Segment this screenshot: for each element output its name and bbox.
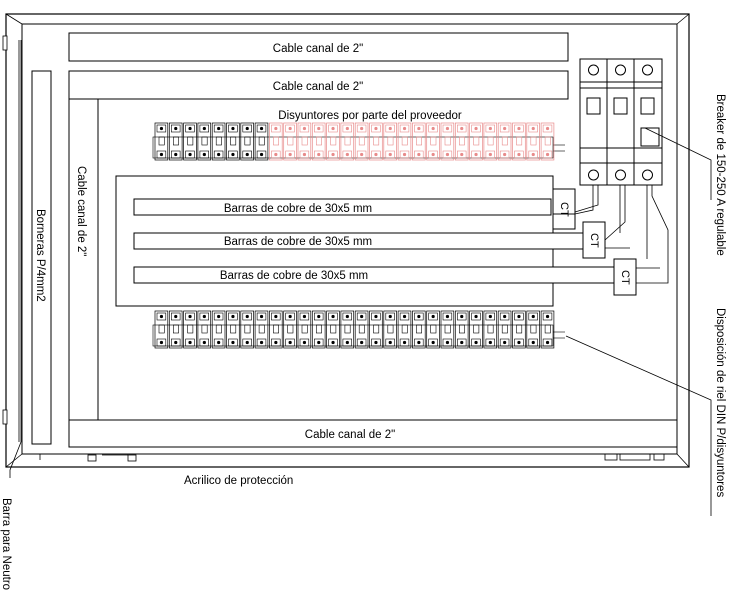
breaker-module <box>197 122 212 161</box>
cable-channel-top-2-label: Cable canal de 2" <box>273 81 363 93</box>
breaker-module <box>197 310 212 349</box>
breaker-module <box>168 122 183 161</box>
breaker-module <box>540 122 555 161</box>
breaker-module <box>383 122 397 161</box>
copper-bar-1-label: Barras de cobre de 30x5 mm <box>224 203 372 215</box>
breaker-module <box>512 310 526 349</box>
breaker-module <box>397 122 412 161</box>
breaker-module <box>254 122 269 161</box>
cable-channel-bottom <box>68 419 678 448</box>
cable-channel-left-label: Cable canal de 2" <box>75 166 87 256</box>
breaker-module <box>412 122 426 161</box>
hinge-bottom <box>2 409 8 425</box>
borneras-label: Borneras P/4mm2 <box>34 209 46 302</box>
breaker-module <box>354 122 369 161</box>
main-breaker <box>579 58 663 186</box>
breaker-module <box>369 310 383 349</box>
breaker-module <box>183 122 197 161</box>
breaker-module <box>340 122 355 161</box>
enclosure-inner <box>21 23 678 455</box>
breaker-module <box>454 310 469 349</box>
breaker-module <box>297 122 312 161</box>
breaker-module <box>526 310 540 349</box>
copper-bar-3-label: Barras de cobre de 30x5 mm <box>220 270 368 282</box>
riel-note: Disposición de riel DIN P/disyuntores <box>714 308 726 497</box>
ct-3-label: CT <box>619 270 631 285</box>
breaker-module <box>426 310 440 349</box>
breaker-module <box>154 310 169 349</box>
breaker-module <box>426 122 440 161</box>
breaker-module <box>469 122 483 161</box>
breaker-module <box>383 310 397 349</box>
hinge-top <box>2 35 8 51</box>
breaker-module <box>297 310 312 349</box>
breaker-module <box>497 122 512 161</box>
breaker-module <box>211 310 226 349</box>
ct-2-label: CT <box>588 233 600 248</box>
breaker-module <box>283 122 297 161</box>
bottom-hardware <box>39 453 665 462</box>
cable-channel-top-2 <box>68 70 569 100</box>
breaker-module <box>440 122 455 161</box>
breaker-module <box>168 310 183 349</box>
breaker-module <box>526 122 540 161</box>
breaker-module <box>269 122 283 161</box>
cable-channel-left <box>68 98 99 421</box>
cable-channel-bottom-label: Cable canal de 2" <box>305 429 395 441</box>
breaker-module <box>326 310 340 349</box>
enclosure-outer <box>5 13 690 468</box>
breaker-module <box>440 310 455 349</box>
breaker-module <box>311 122 326 161</box>
feeder-lines <box>553 185 669 284</box>
leader-lines <box>9 127 712 516</box>
breaker-module <box>211 122 226 161</box>
copper-bar-1 <box>133 198 552 216</box>
acrilico-label: Acrilico de protección <box>184 475 293 487</box>
cable-channel-top-1 <box>68 32 569 62</box>
breaker-module <box>354 310 369 349</box>
breaker-row-top <box>154 122 555 161</box>
breaker-module <box>240 310 254 349</box>
breaker-module <box>183 310 197 349</box>
neutro-note: Barra para Neutro <box>0 498 12 590</box>
din-rail-top <box>152 136 554 159</box>
breaker-module <box>226 122 240 161</box>
copper-bar-3 <box>133 266 616 284</box>
breaker-module <box>512 122 526 161</box>
breaker-module <box>483 310 498 349</box>
breaker-module <box>397 310 412 349</box>
breaker-module <box>540 310 555 349</box>
ct-1 <box>552 188 576 230</box>
breaker-module <box>454 122 469 161</box>
breaker-module <box>154 122 169 161</box>
cable-channel-top-1-label: Cable canal de 2" <box>273 43 363 55</box>
breaker-module <box>240 122 254 161</box>
borneras-block <box>31 70 52 445</box>
breaker-module <box>254 310 269 349</box>
breaker-note: Breaker de 150-250 A regulable <box>714 94 726 256</box>
breaker-module <box>311 310 326 349</box>
disyuntores-label: Disyuntores por parte del proveedor <box>278 110 462 122</box>
copper-bar-2-label: Barras de cobre de 30x5 mm <box>224 236 372 248</box>
breaker-module <box>369 122 383 161</box>
breaker-module <box>497 310 512 349</box>
breaker-module <box>469 310 483 349</box>
ct-3 <box>613 258 637 296</box>
breaker-module <box>283 310 297 349</box>
din-rail-bottom <box>152 324 554 347</box>
ct-1-label: CT <box>558 202 570 217</box>
breaker-module <box>412 310 426 349</box>
breaker-module <box>269 310 283 349</box>
breaker-row-bottom <box>154 310 555 349</box>
breaker-module <box>340 310 355 349</box>
breaker-module <box>226 310 240 349</box>
breaker-module <box>326 122 340 161</box>
breaker-module <box>483 122 498 161</box>
